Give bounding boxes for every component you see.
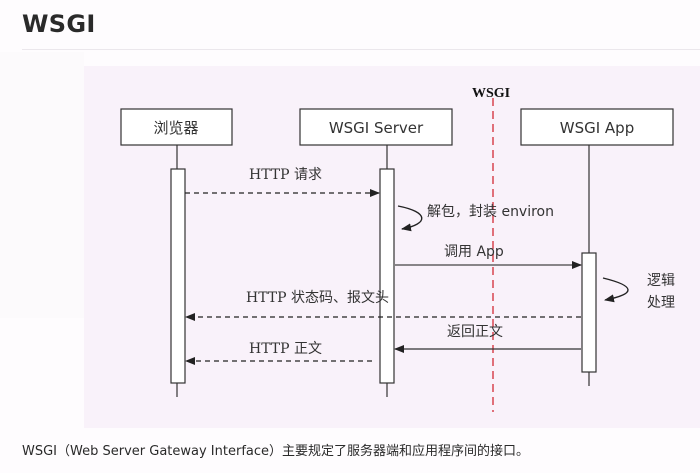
activation-wsgi-server xyxy=(379,168,395,384)
activation-browser xyxy=(170,168,186,384)
sequence-diagram: WSGI 浏览器 WSGI Server WSGI App HTTP 请求 解包… xyxy=(84,66,700,428)
self-arrow-unpack-environ xyxy=(397,205,423,232)
activation-wsgi-app xyxy=(581,252,597,373)
message-label-http-body: HTTP 正文 xyxy=(249,341,322,357)
caption-text: WSGI（Web Server Gateway Interface）主要规定了服… xyxy=(22,444,530,459)
message-label-return-body: 返回正文 xyxy=(447,324,503,340)
message-label-http-request: HTTP 请求 xyxy=(249,167,322,183)
sequence-diagram-svg: WSGI 浏览器 WSGI Server WSGI App HTTP 请求 解包… xyxy=(120,86,675,412)
wsgi-boundary-label: WSGI xyxy=(472,86,510,101)
participant-label: WSGI Server xyxy=(329,119,424,137)
message-label-call-app: 调用 App xyxy=(444,244,504,260)
message-label-http-status-headers: HTTP 状态码、报文头 xyxy=(246,290,389,306)
participant-wsgi-app: WSGI App xyxy=(520,108,674,146)
page-title: WSGI xyxy=(22,10,96,38)
participant-label: WSGI App xyxy=(560,119,634,137)
title-divider xyxy=(22,49,700,50)
message-label-logic-line2: 处理 xyxy=(647,295,675,311)
participant-label: 浏览器 xyxy=(153,119,198,137)
left-margin-shade xyxy=(0,52,84,318)
participant-browser: 浏览器 xyxy=(120,108,233,146)
self-arrow-logic xyxy=(602,277,629,303)
message-label-unpack-environ: 解包，封装 environ xyxy=(427,204,554,220)
message-label-logic-line1: 逻辑 xyxy=(647,273,675,289)
participant-wsgi-server: WSGI Server xyxy=(299,108,453,146)
